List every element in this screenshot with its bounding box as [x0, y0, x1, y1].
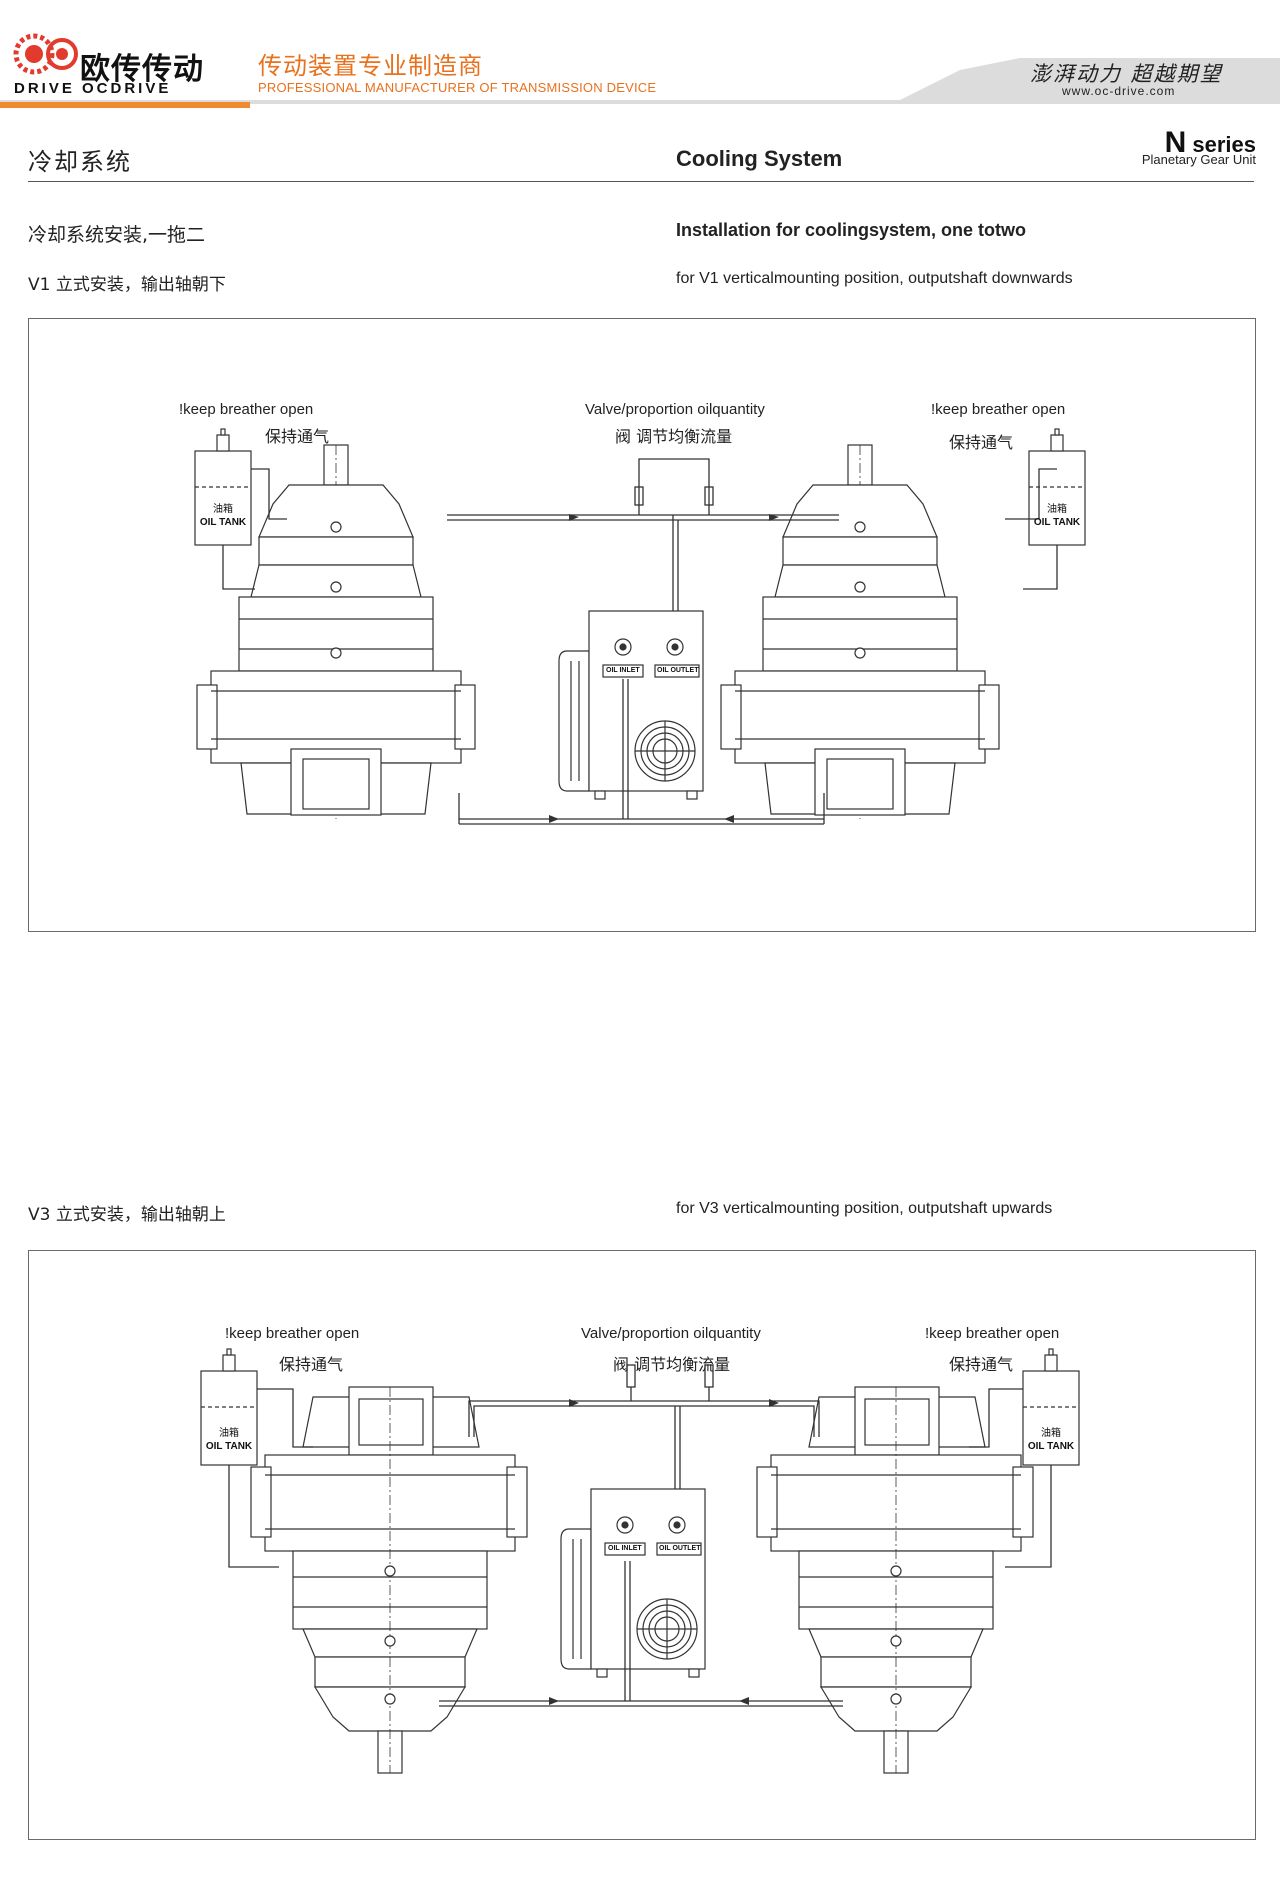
- logo-text-cn: 欧传传动: [80, 52, 204, 87]
- v3-tank-en-right: OIL TANK: [1027, 1441, 1075, 1452]
- series-word: series: [1192, 132, 1256, 157]
- v3-flow-arrows: [549, 1399, 779, 1705]
- v3-piping: [228, 1364, 1052, 1707]
- v3-tank-en-left: OIL TANK: [205, 1441, 253, 1452]
- title-divider: [28, 181, 1254, 182]
- slogan: 澎湃动力 超越期望: [1030, 62, 1223, 86]
- v3-diagram-panel: !keep breather open 保持通气 !keep breather …: [28, 1250, 1256, 1840]
- v1-oil-outlet-label: OIL OUTLET: [657, 667, 699, 674]
- v3-breather-note-right-cn: 保持通气: [949, 1355, 1014, 1374]
- v1-tank-cn-right: 油箱: [1047, 504, 1067, 515]
- v1-tank-en-right: OIL TANK: [1033, 517, 1081, 528]
- intro-subtitle-cn: 冷却系统安装,一拖二: [28, 224, 206, 246]
- v1-caption-en: for V1 verticalmounting position, output…: [676, 270, 1073, 287]
- v3-breather-note-left-cn: 保持通气: [279, 1355, 344, 1374]
- v3-tank-label-right: 油箱 OIL TANK: [1023, 1427, 1079, 1453]
- v1-valve-label: Valve/proportion oilquantity: [585, 401, 765, 418]
- tagline-en: PROFESSIONAL MANUFACTURER OF TRANSMISSIO…: [258, 80, 657, 95]
- v3-breather-note-left: !keep breather open: [225, 1325, 360, 1342]
- v1-tank-cn-left: 油箱: [213, 504, 233, 515]
- grey-band: [0, 58, 1280, 104]
- v3-oil-outlet-label: OIL OUTLET: [659, 1545, 701, 1552]
- v1-valve-label-cn: 阀 调节均衡流量: [615, 427, 733, 446]
- tagline-cn: 传动装置专业制造商: [258, 52, 483, 80]
- v1-flow-arrows: [549, 514, 779, 823]
- v1-gear-unit-right: [720, 444, 1000, 820]
- website-link[interactable]: www.oc-drive.com: [1062, 84, 1176, 98]
- v1-oil-inlet-label: OIL INLET: [606, 667, 640, 674]
- v3-valve-label-cn: 阀 调节均衡流量: [613, 1355, 731, 1374]
- v3-tank-cn-left: 油箱: [219, 1428, 239, 1439]
- v1-breather-note-right-cn: 保持通气: [949, 433, 1014, 452]
- v3-oil-inlet-label: OIL INLET: [608, 1545, 642, 1552]
- header-bands: [0, 58, 1280, 108]
- intro-subtitle-en: Installation for coolingsystem, one totw…: [676, 220, 1027, 240]
- v3-valve-label: Valve/proportion oilquantity: [581, 1325, 761, 1342]
- v1-cooler-unit: [558, 610, 704, 800]
- section-title-cn: 冷却系统: [28, 148, 132, 176]
- v3-cooler-unit: [560, 1488, 706, 1678]
- series-letter: N: [1164, 126, 1187, 159]
- v3-caption-en: for V3 verticalmounting position, output…: [676, 1200, 1053, 1217]
- v3-tank-label-left: 油箱 OIL TANK: [201, 1427, 257, 1453]
- v3-gear-unit-right: [756, 1386, 1034, 1774]
- v1-diagram: [194, 428, 1086, 825]
- v1-breather-note-left: !keep breather open: [179, 401, 314, 418]
- series-title: N series: [1165, 126, 1256, 160]
- series-subtitle: Planetary Gear Unit: [1141, 152, 1256, 167]
- v3-tank-cn-right: 油箱: [1041, 1428, 1061, 1439]
- v1-caption-cn: V1 立式安装，输出轴朝下: [28, 275, 226, 295]
- v1-diagram-panel: !keep breather open 保持通气 !keep breather …: [28, 318, 1256, 932]
- logo-text-en: DRIVE OCDRIVE: [14, 80, 172, 97]
- orange-band: [0, 102, 250, 108]
- v3-caption-cn: V3 立式安装，输出轴朝上: [28, 1205, 226, 1225]
- v1-breather-note-right: !keep breather open: [931, 401, 1066, 418]
- v1-tank-label-left: 油箱 OIL TANK: [195, 503, 251, 529]
- v1-tank-en-left: OIL TANK: [199, 517, 247, 528]
- section-title-en: Cooling System: [676, 146, 843, 171]
- v1-tank-label-right: 油箱 OIL TANK: [1029, 503, 1085, 529]
- logo-mark-icon: [13, 33, 78, 75]
- page-header: 欧传传动 DRIVE OCDRIVE 传动装置专业制造商 PROFESSIONA…: [0, 0, 1280, 110]
- v3-diagram: [200, 1348, 1080, 1774]
- v1-piping: [222, 458, 1058, 825]
- v1-breather-note-left-cn: 保持通气: [265, 427, 330, 446]
- v3-breather-note-right: !keep breather open: [925, 1325, 1060, 1342]
